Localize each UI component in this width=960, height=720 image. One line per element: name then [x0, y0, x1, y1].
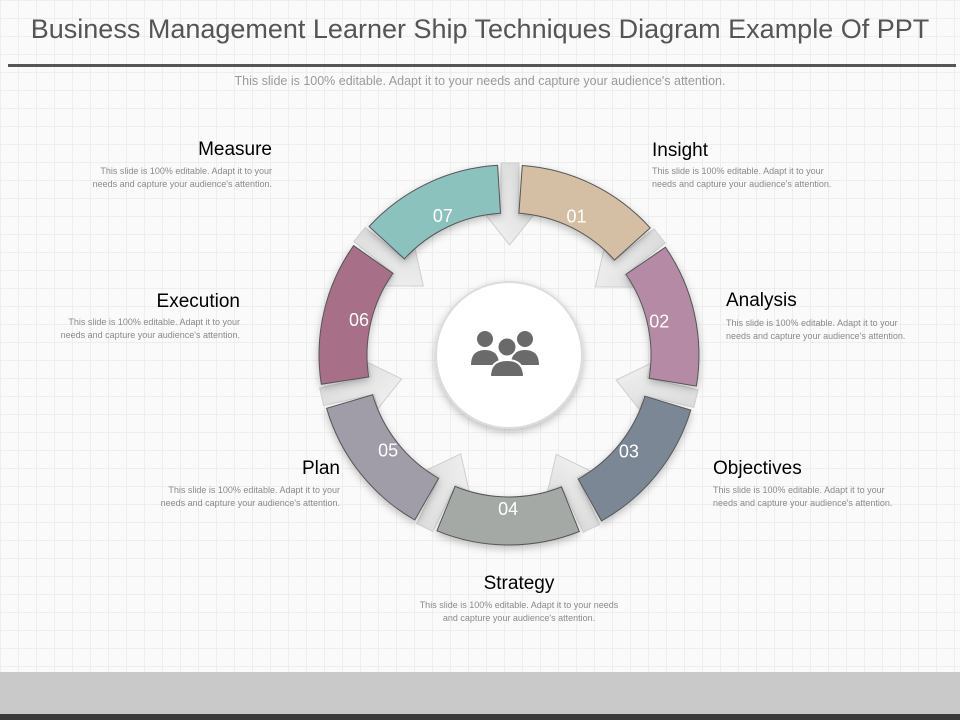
page-title: Business Management Learner Ship Techniq…: [30, 14, 930, 44]
step-label-measure: Measure: [198, 139, 272, 160]
connector-arrow: [546, 453, 601, 533]
step-desc-execution: This slide is 100% editable. Adapt it to…: [60, 317, 240, 340]
segment-analysis: [625, 246, 700, 387]
step-label-execution: Execution: [156, 291, 240, 312]
step-label-insight: Insight: [652, 140, 708, 161]
segment-plan: [325, 394, 440, 521]
step-label-analysis: Analysis: [726, 290, 797, 311]
step-desc-plan: This slide is 100% editable. Adapt it to…: [160, 485, 340, 508]
step-desc-strategy: This slide is 100% editable. Adapt it to…: [419, 600, 619, 623]
step-number-execution: 06: [349, 310, 369, 330]
people-group-icon: [471, 331, 539, 378]
connector-arrow: [353, 226, 424, 287]
step-number-measure: 07: [433, 206, 453, 226]
step-desc-measure: This slide is 100% editable. Adapt it to…: [92, 166, 272, 189]
step-desc-analysis: This slide is 100% editable. Adapt it to…: [726, 318, 906, 341]
step-number-strategy: 04: [498, 499, 518, 519]
segment-measure: [368, 164, 502, 260]
step-desc-objectives: This slide is 100% editable. Adapt it to…: [713, 485, 893, 508]
step-desc-insight: This slide is 100% editable. Adapt it to…: [652, 166, 832, 189]
segment-strategy: [436, 485, 580, 546]
step-number-plan: 05: [378, 440, 398, 460]
footer-band: [0, 672, 960, 714]
connector-arrow: [484, 162, 535, 246]
step-number-insight: 01: [566, 207, 586, 227]
connector-arrows: [319, 162, 699, 533]
segment-execution: [318, 244, 394, 385]
title-divider: [8, 64, 956, 67]
segment-insight: [518, 164, 651, 261]
connector-arrow: [615, 362, 699, 412]
connector-arrow: [319, 361, 403, 410]
step-label-plan: Plan: [301, 458, 340, 479]
cycle-segments: 01 02 03 04 05 06 07: [318, 164, 700, 546]
step-label-strategy: Strategy: [483, 573, 555, 594]
connector-arrow: [416, 453, 470, 533]
step-number-objectives: 03: [619, 442, 639, 462]
footer-line: [0, 714, 960, 720]
page-subtitle: This slide is 100% editable. Adapt it to…: [234, 74, 726, 88]
segment-objectives: [577, 395, 692, 522]
step-label-objectives: Objectives: [713, 458, 802, 479]
connector-arrow: [594, 228, 666, 288]
step-number-analysis: 02: [649, 312, 669, 332]
